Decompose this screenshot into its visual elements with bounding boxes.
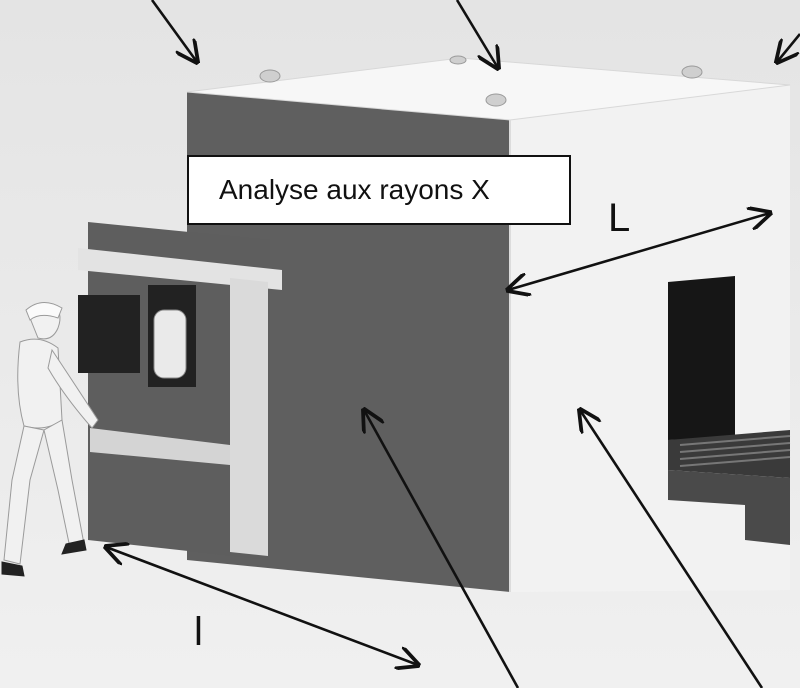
width-label: l (194, 610, 203, 654)
dimension-arrow-l (106, 547, 418, 665)
xray-cabinet (186, 55, 791, 592)
console-screen (78, 295, 140, 373)
cabinet-door-opening (668, 276, 735, 440)
arrow-dark-face (364, 410, 520, 688)
console-desk (90, 428, 230, 465)
arrow-roof-center (455, 0, 498, 68)
cabinet-roof (186, 57, 791, 121)
roof-lifting-eyes (259, 55, 703, 107)
console-display (153, 309, 187, 379)
title-label-box: Analyse aux rayons X (187, 155, 571, 225)
arrow-light-face (580, 410, 764, 688)
arrow-roof-left (150, 0, 197, 62)
arrow-roof-right (777, 33, 800, 62)
pointer-arrows (150, 0, 800, 688)
length-label: L (608, 196, 631, 240)
title-label: Analyse aux rayons X (219, 174, 490, 205)
dimension-arrow-L (508, 213, 770, 290)
conveyor (668, 430, 791, 545)
operator-figure (1, 302, 99, 577)
control-console (78, 222, 282, 560)
